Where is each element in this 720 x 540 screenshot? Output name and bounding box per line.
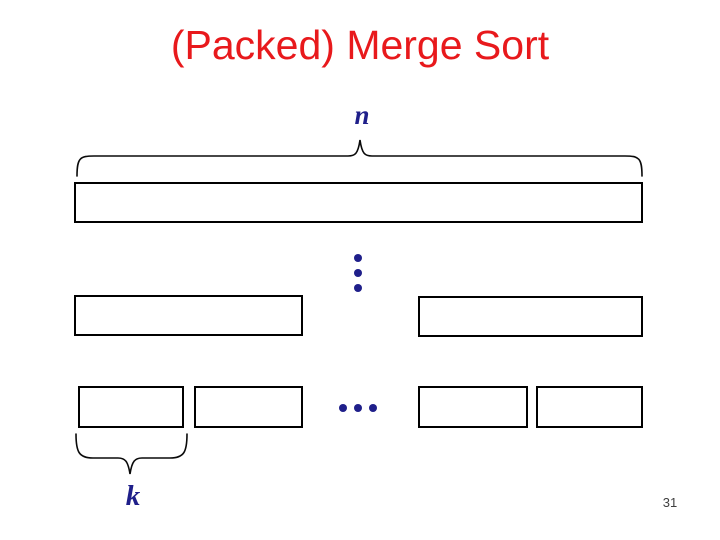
ellipsis-dot [354,269,362,277]
array-block-small-4 [536,386,643,428]
array-block-mid-right [418,296,643,337]
block-size-label: k [125,480,141,512]
array-block-small-2 [194,386,303,428]
ellipsis-dot [369,404,377,412]
vertical-ellipsis-icon [354,254,362,292]
array-block-small-3 [418,386,528,428]
slide-title: (Packed) Merge Sort [170,22,550,68]
array-block-full [74,182,643,223]
array-length-label: n [354,100,370,130]
ellipsis-dot [354,254,362,262]
ellipsis-dot [354,404,362,412]
ellipsis-dot [339,404,347,412]
ellipsis-dot [354,284,362,292]
underbrace-k [75,433,188,475]
array-block-small-1 [78,386,184,428]
overbrace-n [76,139,643,177]
array-block-mid-left [74,295,303,336]
horizontal-ellipsis-icon [339,404,377,412]
page-number: 31 [662,495,678,510]
